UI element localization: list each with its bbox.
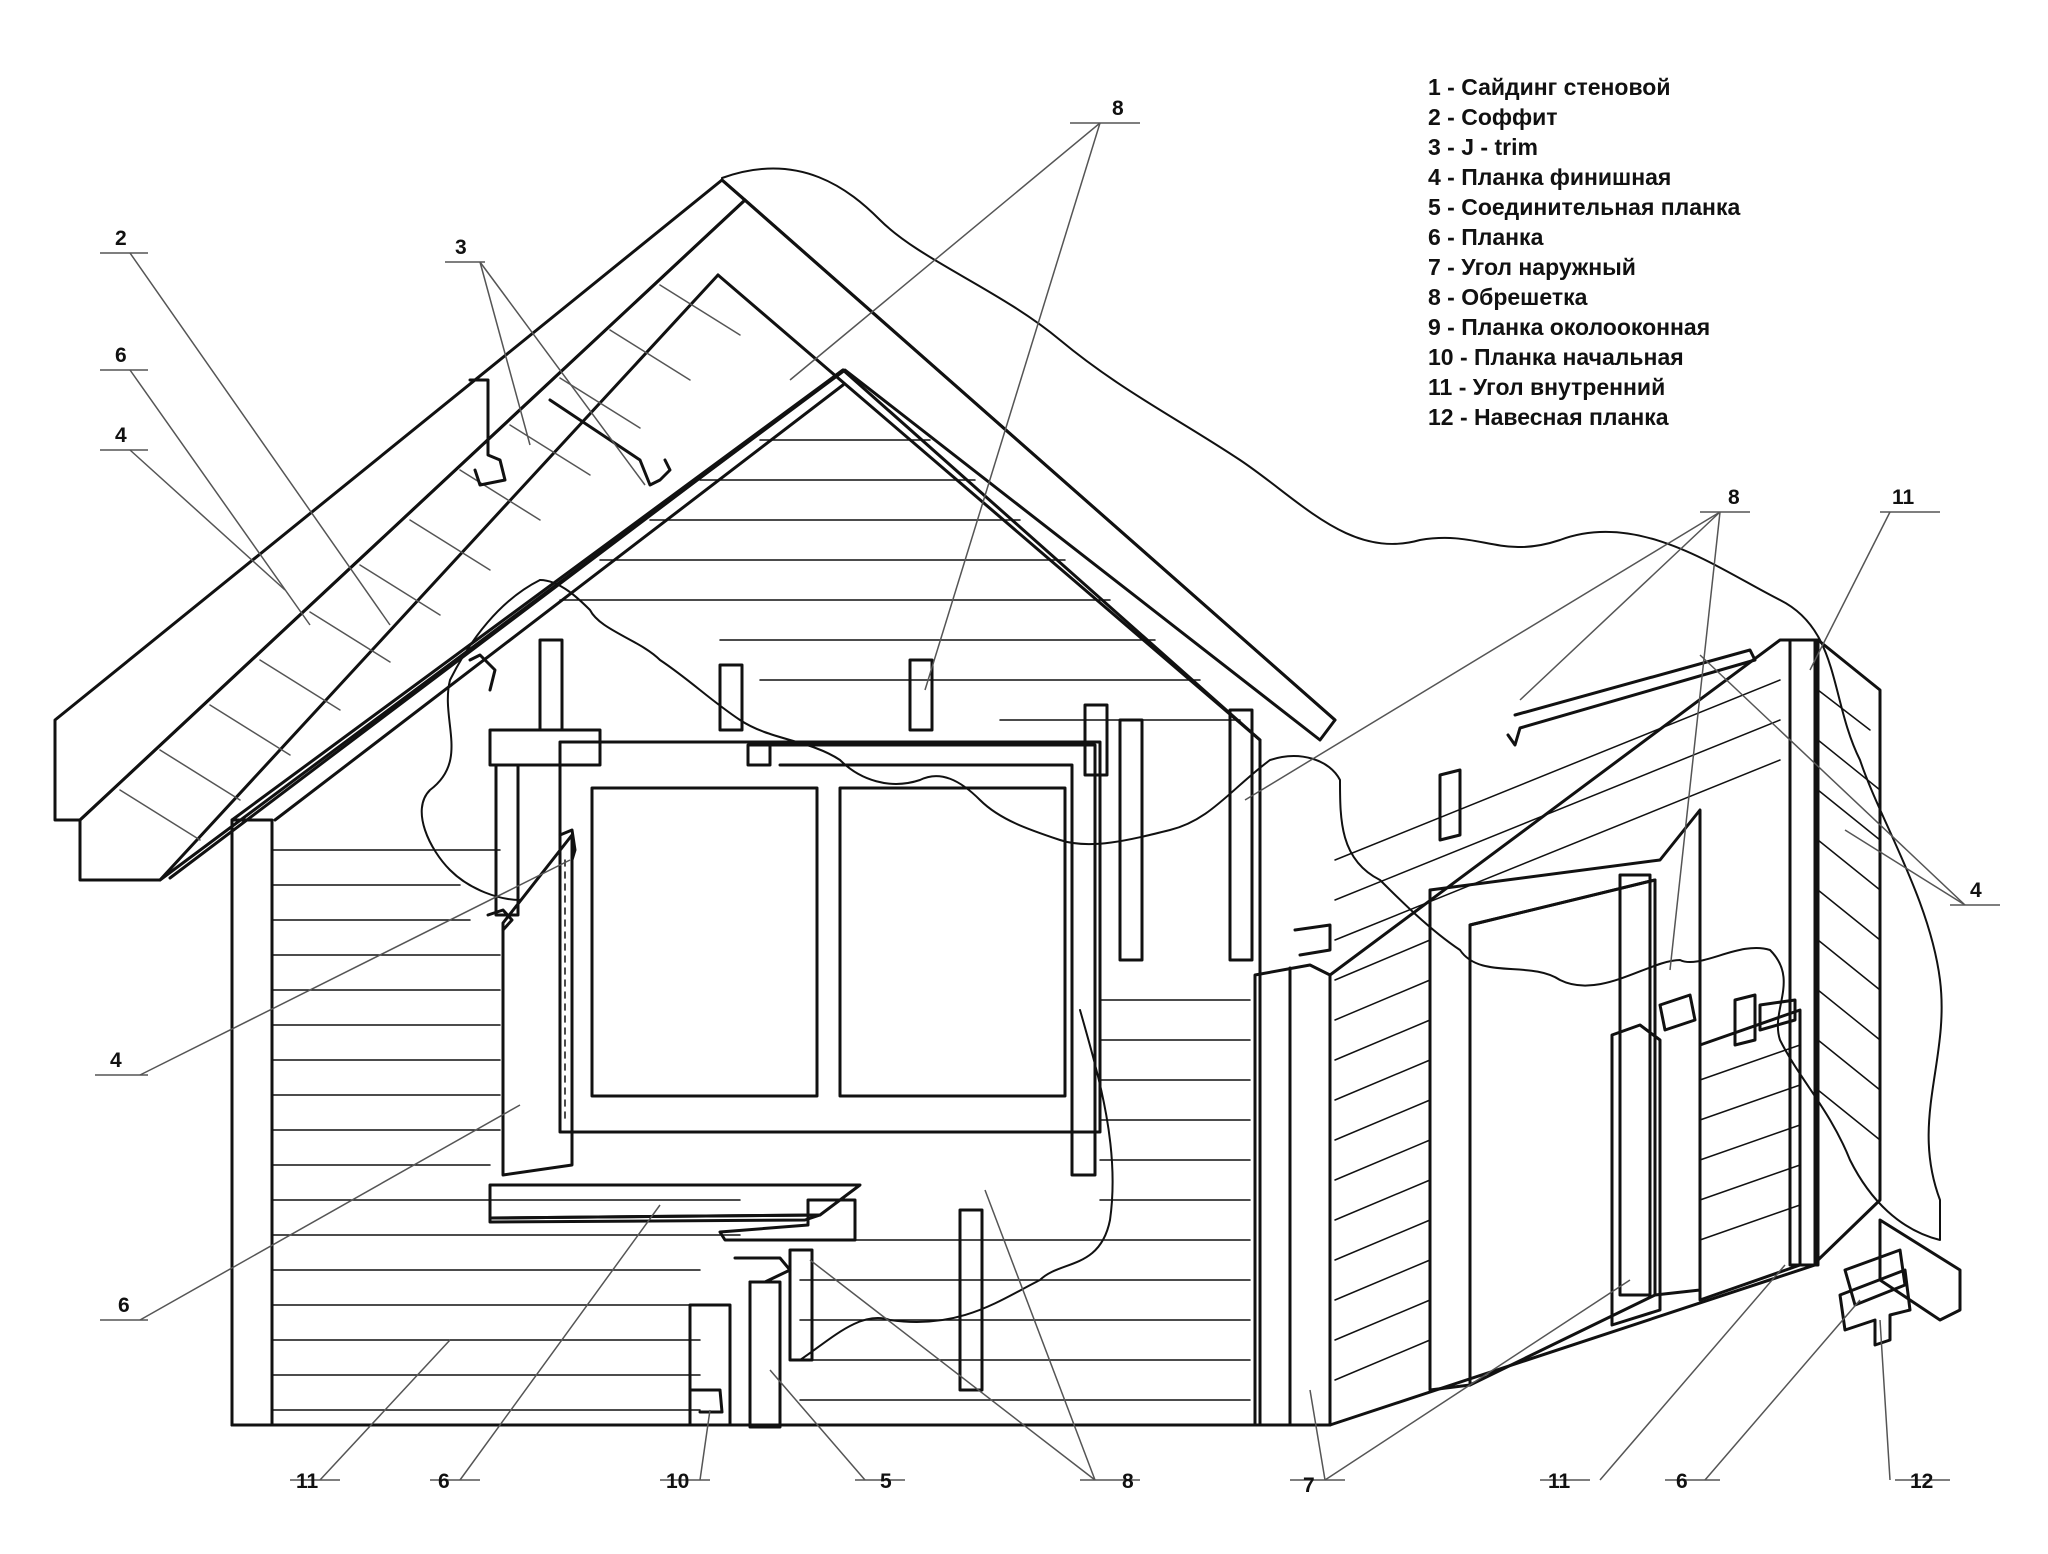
door-jamb-furring bbox=[1618, 873, 1652, 1297]
roof-soffit-left bbox=[78, 198, 1337, 882]
callout-4-left: 4 bbox=[115, 424, 127, 447]
cutaway-outline bbox=[539, 167, 1943, 1241]
left-wall-edge bbox=[230, 818, 274, 1427]
return-wall bbox=[1816, 638, 1882, 1262]
soffit-joints bbox=[119, 284, 741, 841]
hanging-strip-lower bbox=[1838, 1268, 1912, 1347]
right-j-profile-2 bbox=[1758, 998, 1797, 1032]
callout-11-bottom: 11 bbox=[296, 1470, 319, 1493]
legend-item-12: 12 - Навесная планка bbox=[1428, 404, 1669, 430]
callout-7: 7 bbox=[1303, 1474, 1315, 1497]
callout-5: 5 bbox=[880, 1470, 892, 1493]
legend: 1 - Сайдинг стеновой 2 - Соффит 3 - J - … bbox=[1428, 72, 1740, 432]
roof-inner-edge bbox=[716, 273, 1262, 742]
callout-4-right: 4 bbox=[1970, 879, 1982, 902]
callout-8-right: 8 bbox=[1728, 486, 1740, 509]
legend-item-4: 4 - Планка финишная bbox=[1428, 164, 1672, 190]
right-furring-1 bbox=[1438, 768, 1462, 842]
legend-item-11: 11 - Угол внутренний bbox=[1428, 374, 1666, 400]
legend-item-2: 2 - Соффит bbox=[1428, 104, 1558, 130]
connecting-strip-top bbox=[733, 1256, 792, 1284]
window-side-panel bbox=[501, 833, 574, 1177]
callout-11-right: 11 bbox=[1892, 486, 1915, 509]
legend-item-8: 8 - Обрешетка bbox=[1428, 284, 1588, 310]
window-frame-outer bbox=[558, 740, 1102, 1134]
beam-end bbox=[1878, 1218, 1962, 1322]
starter-strip bbox=[688, 1388, 724, 1414]
callout-11-bottom-right: 11 bbox=[1548, 1470, 1571, 1493]
right-lower-lines bbox=[1699, 1044, 1801, 1241]
j-trim-mid bbox=[548, 398, 672, 487]
corner-post-left bbox=[688, 1303, 732, 1427]
window-trim-cap bbox=[746, 743, 772, 767]
furring-strips bbox=[488, 638, 1254, 1392]
roof-underside-2 bbox=[273, 383, 845, 822]
legend-item-10: 10 - Планка начальная bbox=[1428, 344, 1684, 370]
roof-underside bbox=[168, 368, 845, 880]
left-siding-lines bbox=[271, 849, 741, 1411]
legend-item-7: 7 - Угол наружный bbox=[1428, 254, 1636, 280]
cutaway-outline-lower bbox=[420, 579, 541, 901]
roof-edge bbox=[720, 178, 1337, 722]
callout-4-mid: 4 bbox=[110, 1049, 122, 1072]
callout-6-bottom: 6 bbox=[438, 1470, 450, 1493]
finish-strip-profile bbox=[486, 908, 514, 932]
right-wall-siding bbox=[1334, 679, 1781, 1381]
outside-corner bbox=[1253, 963, 1332, 1427]
window-sill-front bbox=[488, 1213, 822, 1224]
window-sill bbox=[488, 1183, 862, 1220]
connecting-strip bbox=[748, 1280, 782, 1429]
gable-wall bbox=[230, 368, 1262, 1427]
legend-item-9: 9 - Планка околооконная bbox=[1428, 314, 1711, 340]
callout-6-mid: 6 bbox=[118, 1294, 130, 1317]
callout-12: 12 bbox=[1910, 1470, 1933, 1493]
return-wall-siding bbox=[1817, 689, 1881, 1141]
j-trim-left bbox=[468, 378, 507, 487]
window-pane-left bbox=[590, 786, 819, 1098]
roof-inner-left bbox=[158, 273, 720, 882]
legend-item-1: 1 - Сайдинг стеновой bbox=[1428, 74, 1671, 100]
callout-3: 3 bbox=[455, 236, 467, 259]
hanging-strip bbox=[1843, 1248, 1907, 1307]
inside-corner-door bbox=[1610, 1023, 1662, 1327]
right-siding-lines bbox=[799, 999, 1251, 1401]
door-leaf bbox=[1468, 878, 1657, 1387]
window-trim bbox=[768, 743, 1097, 1177]
right-finish-strip bbox=[1506, 648, 1757, 747]
gable-siding-lines bbox=[559, 439, 1241, 721]
callout-6-top: 6 bbox=[115, 344, 127, 367]
outside-corner-cap bbox=[1293, 923, 1332, 957]
window-sill-nosing bbox=[718, 1198, 857, 1242]
leader-lines bbox=[95, 122, 2000, 1481]
callout-10: 10 bbox=[666, 1470, 689, 1493]
callout-8-bottom: 8 bbox=[1122, 1470, 1134, 1493]
right-j-profile bbox=[1658, 993, 1697, 1032]
right-wall bbox=[1328, 638, 1817, 1427]
callout-6-bottom-right: 6 bbox=[1676, 1470, 1688, 1493]
window-pane-right bbox=[838, 786, 1067, 1098]
callout-2: 2 bbox=[115, 227, 127, 250]
right-furring-2 bbox=[1733, 993, 1757, 1047]
legend-item-3: 3 - J - trim bbox=[1428, 134, 1538, 160]
callout-8-top: 8 bbox=[1112, 97, 1124, 120]
callout-numbers: 2 6 4 3 8 8 11 4 4 6 11 6 10 5 8 7 11 6 … bbox=[110, 97, 1982, 1497]
legend-item-6: 6 - Планка bbox=[1428, 224, 1544, 250]
legend-item-5: 5 - Соединительная планка bbox=[1428, 194, 1741, 220]
j-trim-low bbox=[468, 653, 497, 692]
finish-strip-left bbox=[558, 828, 577, 862]
